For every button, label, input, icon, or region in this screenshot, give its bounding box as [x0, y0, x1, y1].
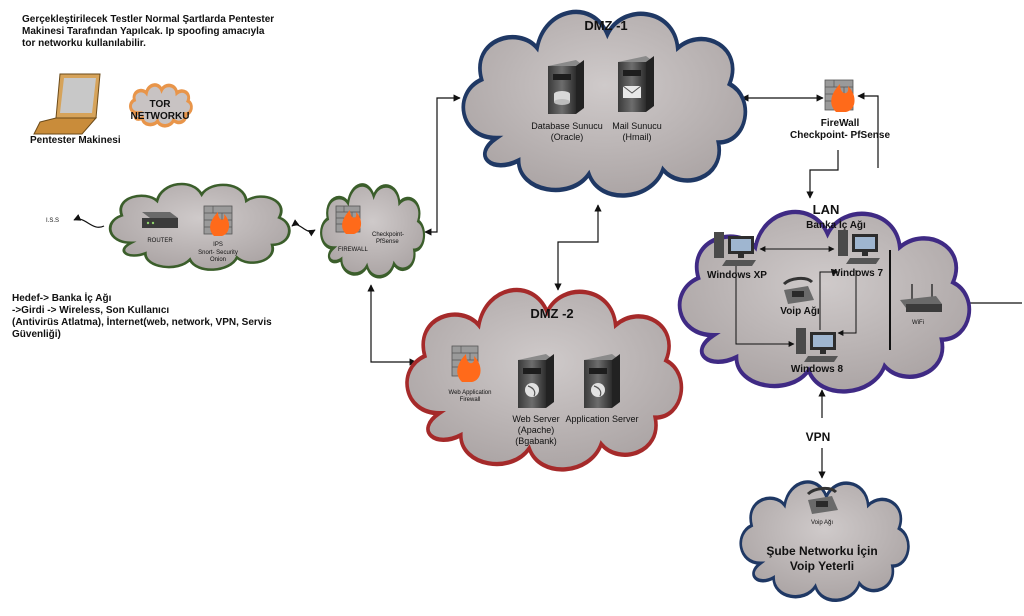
- tor-label: NETWORKU: [131, 111, 190, 122]
- vpn-label: VPN: [806, 430, 831, 444]
- link-firewall1-dmz1: [424, 94, 461, 236]
- router-label: ROUTER: [147, 238, 173, 244]
- link-firewall2-down: [806, 150, 839, 199]
- web-server-label: (Apache): [518, 425, 555, 435]
- firewall1-sublabel: Checkpoint-: [372, 232, 404, 238]
- pentester-label: Pentester Makinesi: [30, 135, 121, 146]
- windows-7-computer-icon: [838, 230, 880, 264]
- application-server-label: Application Server: [565, 414, 638, 424]
- target-note-line: (Antivirüs Atlatma), İnternet(web, netwo…: [12, 317, 272, 328]
- windows-8-label: Windows 8: [791, 364, 844, 375]
- link-isp-edge: [73, 214, 105, 228]
- link-winxp-win8: [735, 262, 795, 347]
- dmz1-title: DMZ -1: [584, 18, 627, 33]
- windows-7-label: Windows 7: [831, 268, 884, 279]
- intro-note-line: tor networku kullanılabilir.: [22, 38, 146, 49]
- wifi-router-icon: [900, 284, 942, 312]
- mail-server-label: (Hmail): [623, 132, 652, 142]
- links: [73, 92, 1022, 479]
- link-firewall2-right: [857, 92, 879, 168]
- lan-subtitle: Banka İç Ağı: [806, 218, 866, 231]
- target-note-line: Güvenliği): [12, 329, 61, 340]
- mail-server-label: Mail Sunucu: [612, 121, 662, 131]
- database-server-label: (Oracle): [551, 132, 584, 142]
- ips-label: IPS: [213, 242, 223, 248]
- web-server-label: Web Server: [512, 414, 559, 424]
- windows-xp-computer-icon: [714, 232, 756, 266]
- firewall1-label: FIREWALL: [338, 247, 368, 253]
- laptop-icon: [33, 73, 101, 135]
- link-firewall1-dmz2: [367, 284, 417, 366]
- dmz1-cloud: [463, 12, 745, 196]
- intro-note-line: Gerçekleştirilecek Testler Normal Şartla…: [22, 14, 275, 25]
- voip-phone-icon: [782, 276, 814, 304]
- isp-label: I.S.S: [46, 218, 59, 224]
- target-note: Hedef-> Banka İç Ağı ->Girdi -> Wireless…: [12, 293, 312, 341]
- windows-8-computer-icon: [796, 328, 838, 362]
- link-edge-firewall1: [291, 219, 316, 237]
- branch-voip-label: Voip Ağı: [811, 520, 833, 526]
- target-note-line: Hedef-> Banka İç Ağı: [12, 293, 112, 304]
- link-win8-win7: [819, 269, 839, 330]
- waf-label: Firewall: [460, 397, 481, 403]
- router-icon: [142, 212, 178, 228]
- firewall2-label: FireWall: [821, 118, 860, 129]
- branch-title: Voip Yeterli: [790, 559, 854, 573]
- voip-label: Voip Ağı: [780, 306, 820, 317]
- target-note-line: ->Girdi -> Wireless, Son Kullanıcı: [12, 305, 170, 316]
- branch-voip-phone-icon: [806, 486, 838, 514]
- windows-xp-label: Windows XP: [707, 270, 767, 281]
- tor-label: TOR: [150, 99, 172, 110]
- lan-links: [735, 246, 857, 347]
- firewall1-sublabel: PfSense: [376, 239, 399, 245]
- wifi-label: WiFi: [912, 320, 924, 326]
- firewall2-icon: [824, 79, 855, 112]
- application-server-icon: [584, 354, 620, 408]
- web-server-label: (Bgabank): [515, 436, 557, 446]
- intro-note: Gerçekleştirilecek Testler Normal Şartla…: [22, 14, 282, 50]
- web-application-firewall-icon: [451, 345, 481, 382]
- database-server-icon: [548, 60, 584, 114]
- mail-server-icon: [618, 56, 654, 112]
- waf-label: Web Application: [449, 390, 492, 396]
- lan-title: LAN: [813, 202, 840, 217]
- link-win7-win8: [837, 270, 857, 336]
- dmz2-title: DMZ -2: [530, 306, 573, 321]
- web-server-icon: [518, 354, 554, 408]
- firewall2-label: Checkpoint- PfSense: [790, 130, 890, 141]
- ips-label: Snort- Security: [198, 250, 238, 256]
- edge-cloud: [108, 182, 291, 272]
- firewall1-icon: [335, 205, 362, 234]
- ips-label: Onion: [210, 257, 226, 263]
- ips-firewall-icon: [203, 205, 233, 236]
- database-server-label: Database Sunucu: [531, 121, 603, 131]
- link-dmz1-dmz2: [554, 204, 602, 291]
- intro-note-line: Makinesi Tarafından Yapılcak. Ip spoofin…: [22, 26, 265, 37]
- branch-title: Şube Networku İçin: [766, 543, 877, 558]
